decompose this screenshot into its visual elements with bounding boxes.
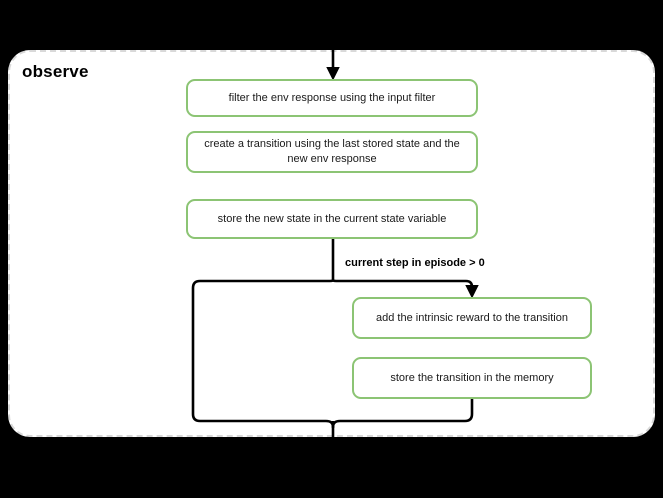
node-filter-env-response[interactable]: filter the env response using the input …: [186, 79, 478, 117]
edge-condition-label: current step in episode > 0: [345, 257, 485, 269]
node-add-intrinsic-reward[interactable]: add the intrinsic reward to the transiti…: [352, 297, 592, 339]
node-create-transition[interactable]: create a transition using the last store…: [186, 131, 478, 173]
node-store-new-state[interactable]: store the new state in the current state…: [186, 199, 478, 239]
node-store-transition-memory[interactable]: store the transition in the memory: [352, 357, 592, 399]
group-title: observe: [22, 62, 89, 81]
